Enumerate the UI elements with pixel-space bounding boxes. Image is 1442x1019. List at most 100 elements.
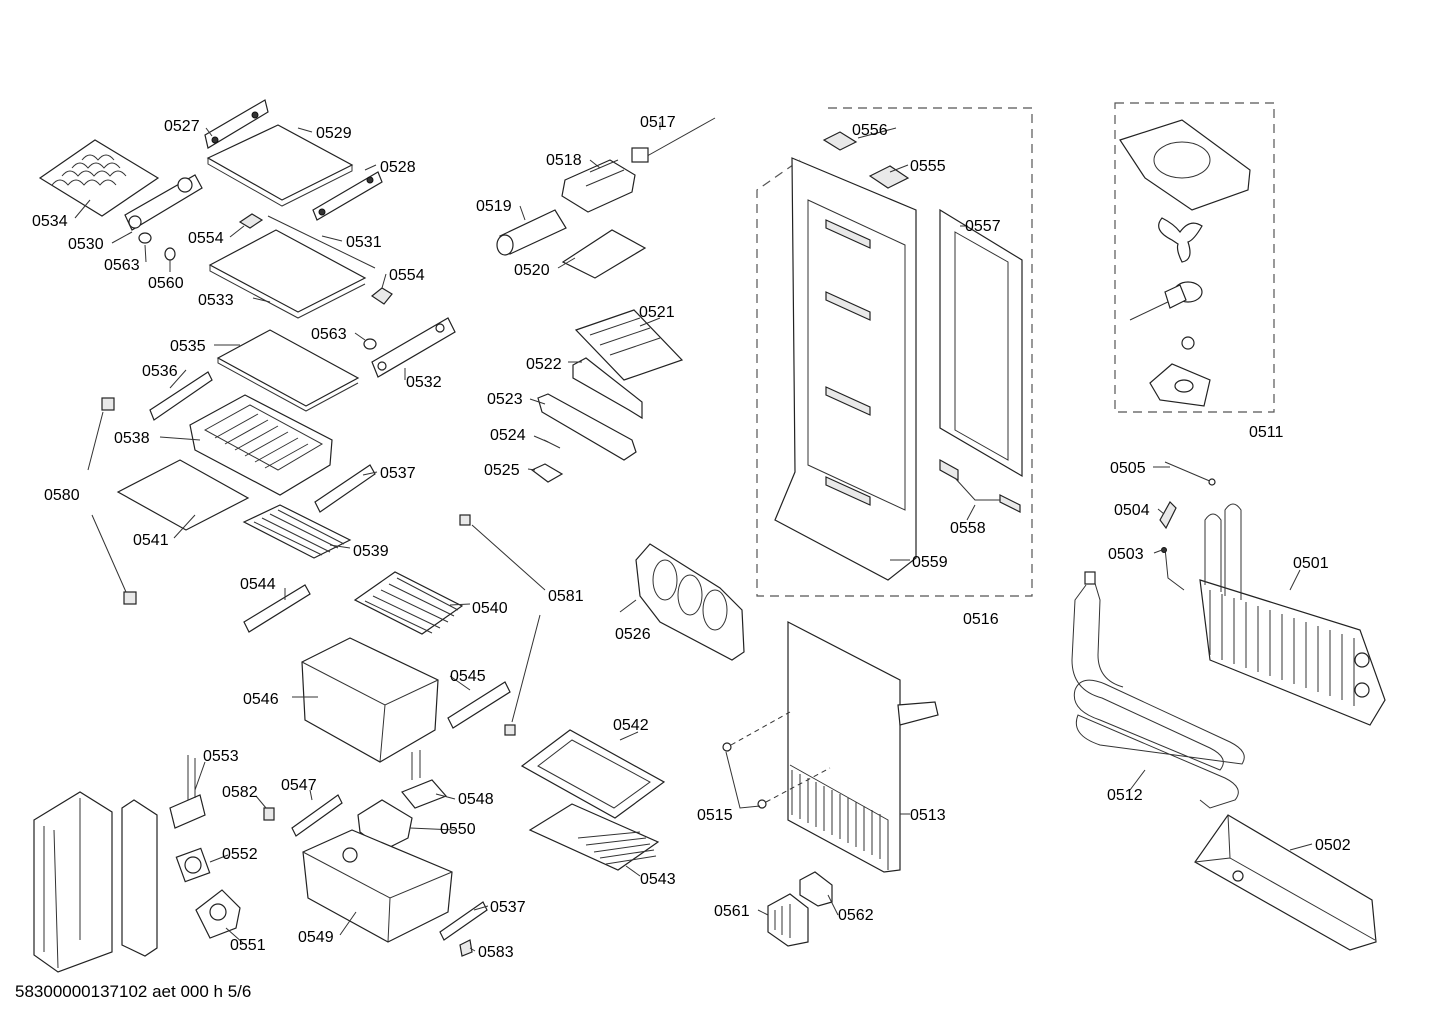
label-0532: 0532 — [406, 374, 442, 391]
housing-0518 — [561, 159, 636, 213]
label-0557: 0557 — [965, 218, 1001, 235]
clip-0554-b — [370, 287, 393, 305]
label-0512: 0512 — [1107, 787, 1143, 804]
label-0528: 0528 — [380, 159, 416, 176]
label-0505: 0505 — [1110, 460, 1146, 477]
label-0552: 0552 — [222, 846, 258, 863]
sensor-0553 — [169, 755, 206, 829]
label-0530: 0530 — [68, 236, 104, 253]
crisper-0546 — [301, 637, 439, 763]
label-0556: 0556 — [852, 122, 888, 139]
bracket-0527 — [204, 99, 269, 149]
label-0581: 0581 — [548, 588, 584, 605]
screws-0515 — [722, 711, 831, 809]
fan-mount-0511 — [1119, 119, 1251, 211]
label-0541: 0541 — [133, 532, 169, 549]
rail-0536 — [149, 371, 213, 421]
sensor-0517 — [631, 117, 716, 163]
leader-lines — [74, 122, 1313, 952]
rail-0545 — [447, 681, 511, 729]
grille-0539 — [242, 504, 352, 559]
label-0502: 0502 — [1315, 837, 1351, 854]
washer-0563-a — [138, 232, 152, 244]
label-0583: 0583 — [478, 944, 514, 961]
label-0501: 0501 — [1293, 555, 1329, 572]
label-0554-a: 0554 — [188, 230, 224, 247]
pin-0505 — [1164, 461, 1216, 486]
clip-0581-top — [459, 514, 471, 526]
label-0535: 0535 — [170, 338, 206, 355]
label-0538: 0538 — [114, 430, 150, 447]
bracket-0561 — [767, 893, 809, 947]
label-0548: 0548 — [458, 791, 494, 808]
label-0504: 0504 — [1114, 502, 1150, 519]
bracket-0521 — [574, 309, 684, 381]
tube-0519 — [496, 209, 567, 256]
cover-0520 — [561, 229, 647, 279]
label-0521: 0521 — [639, 304, 675, 321]
leader-0581 — [471, 524, 546, 723]
drawing-reference-footer: 58300000137102 aet 000 h 5/6 — [15, 982, 251, 1001]
label-0549: 0549 — [298, 929, 334, 946]
label-0543: 0543 — [640, 871, 676, 888]
drawer-0549 — [302, 829, 453, 943]
frame-0542 — [520, 729, 666, 819]
label-0562: 0562 — [838, 907, 874, 924]
clip-0504 — [1159, 501, 1177, 530]
clip-0554-top — [238, 213, 264, 229]
clip-0580-top — [101, 397, 115, 411]
knob-0560 — [164, 247, 176, 261]
label-0523: 0523 — [487, 391, 523, 408]
clip-0583 — [459, 939, 473, 957]
label-0563-a: 0563 — [104, 257, 140, 274]
fan-0552 — [175, 847, 211, 883]
label-0522: 0522 — [526, 356, 562, 373]
cover-0562 — [799, 871, 833, 907]
fan-motor — [1129, 281, 1203, 321]
label-0542: 0542 — [613, 717, 649, 734]
door-frame-bottom-left — [33, 791, 158, 973]
leader-0580 — [87, 411, 127, 593]
inner-panel-0559 — [774, 157, 917, 581]
tray-0502 — [1194, 814, 1377, 951]
label-0545: 0545 — [450, 668, 486, 685]
rail-0537-lower — [439, 901, 488, 941]
label-0515: 0515 — [697, 807, 733, 824]
group-boundary-0511 — [1114, 102, 1275, 413]
label-0546: 0546 — [243, 691, 279, 708]
label-0547: 0547 — [281, 777, 317, 794]
plate-0522 — [572, 357, 643, 420]
sensor-0503 — [1161, 547, 1185, 591]
label-0544: 0544 — [240, 576, 276, 593]
label-0529: 0529 — [316, 125, 352, 142]
side-bracket-0530 — [124, 174, 203, 231]
label-0527: 0527 — [164, 118, 200, 135]
fan-bracket — [1149, 363, 1211, 407]
label-0580: 0580 — [44, 487, 80, 504]
label-0525: 0525 — [484, 462, 520, 479]
label-0511: 0511 — [1249, 424, 1284, 441]
grille-0540 — [353, 571, 464, 635]
label-0503: 0503 — [1108, 546, 1144, 563]
clip-0581-bottom — [504, 724, 516, 736]
label-0513: 0513 — [910, 807, 946, 824]
condenser-0512 — [1071, 571, 1245, 809]
glass-shelf-0533 — [208, 229, 367, 319]
label-0539: 0539 — [353, 543, 389, 560]
glass-shelf-0529 — [206, 124, 354, 207]
bracket-0532 — [371, 317, 456, 378]
evaporator-0501 — [1199, 503, 1386, 726]
rail-0537-upper — [314, 464, 376, 513]
label-0553: 0553 — [203, 748, 239, 765]
label-0559: 0559 — [912, 554, 948, 571]
fan-blade — [1158, 217, 1203, 263]
strips-0558 — [939, 458, 1021, 513]
label-0551: 0551 — [230, 937, 266, 954]
sensor-0548 — [401, 750, 448, 809]
label-0555: 0555 — [910, 158, 946, 175]
clip-0555 — [868, 165, 910, 189]
label-0560: 0560 — [148, 275, 184, 292]
clip-0556 — [822, 131, 858, 151]
label-0517: 0517 — [640, 114, 676, 131]
